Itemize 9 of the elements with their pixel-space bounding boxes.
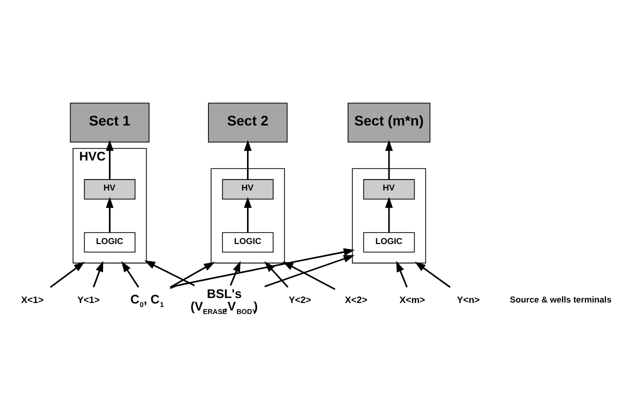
node-text: Y<1> — [77, 294, 100, 304]
node-text: X<2> — [344, 294, 368, 304]
node-text: Y<2> — [288, 294, 312, 304]
node-text: X<m> — [400, 294, 426, 304]
node-text: C$_{0}$, C$_{1}$ — [130, 292, 164, 308]
node-text: Y<n> — [456, 294, 480, 304]
node-label: HVC — [79, 149, 106, 164]
label: Source & wells terminals — [510, 294, 612, 304]
node-text: X<1> — [21, 294, 44, 304]
